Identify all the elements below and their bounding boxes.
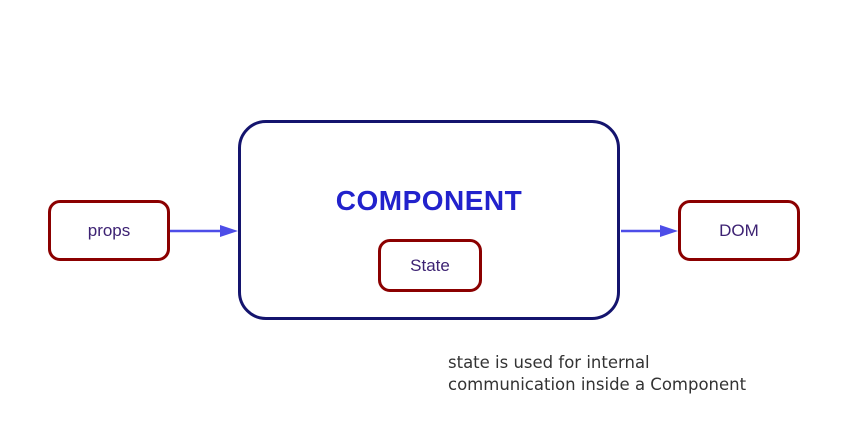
component-title: COMPONENT [335,185,523,216]
props-node: props [48,200,170,261]
state-node: State [378,239,482,292]
props-label: props [87,221,131,240]
arrow-props-to-component-icon [170,225,238,237]
caption: state is used for internal communication… [448,353,747,394]
arrow-component-to-dom-icon [621,225,678,237]
component-node: COMPONENT State [238,120,620,320]
state-label: State [410,256,450,275]
dom-label: DOM [719,221,759,240]
dom-node: DOM [678,200,800,261]
